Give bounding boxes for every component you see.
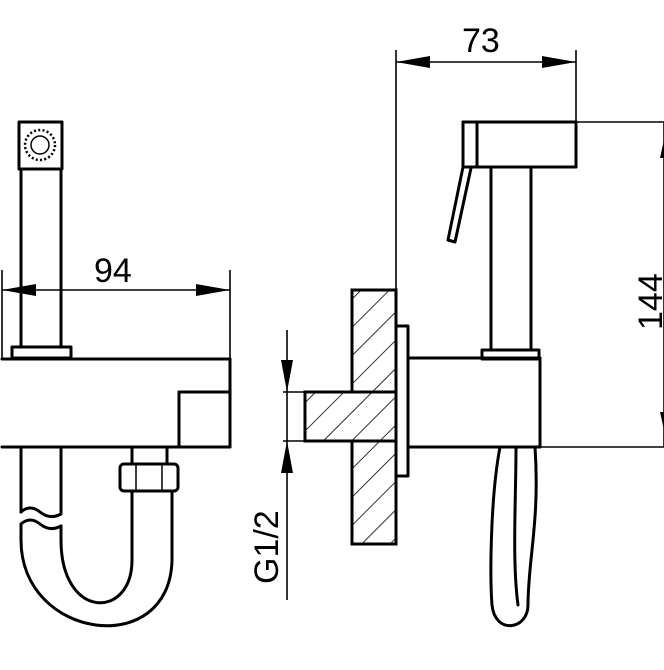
wall-flange <box>394 324 410 478</box>
holder-collar <box>10 345 73 360</box>
dimension-width-label: 94 <box>94 252 132 290</box>
spray-head <box>17 120 64 171</box>
trigger-lever <box>446 165 473 244</box>
threaded-pipe <box>303 390 398 443</box>
wall-bracket-block <box>0 357 232 449</box>
side-view: 73 144 G1/2 <box>248 22 664 628</box>
dimension-thread: G1/2 <box>248 330 305 600</box>
handset-body <box>19 167 63 348</box>
side-bracket <box>406 356 542 449</box>
dimension-height: 144 <box>540 121 664 448</box>
hose-nut <box>118 445 180 493</box>
dimension-thread-label: G1/2 <box>248 510 286 584</box>
dimension-width: 94 <box>1 252 231 359</box>
front-view: 94 <box>0 120 232 628</box>
side-holder-collar <box>480 348 541 361</box>
dimension-height-label: 144 <box>632 273 664 330</box>
dimension-depth-label: 73 <box>462 22 500 60</box>
side-handset-body <box>489 165 533 352</box>
side-spray-head <box>461 120 578 169</box>
hose <box>19 445 174 628</box>
dimension-depth: 73 <box>395 22 577 290</box>
side-hose <box>489 445 538 628</box>
